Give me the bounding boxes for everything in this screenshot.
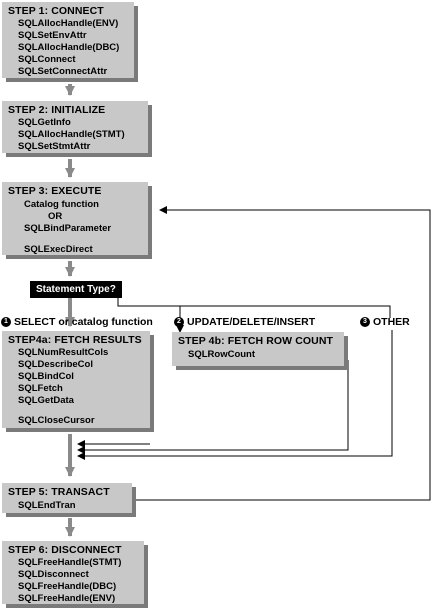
- step3-bind-parameter: SQLBindParameter: [24, 223, 112, 234]
- step3-or: OR: [48, 211, 63, 222]
- return-other: [77, 330, 393, 460]
- branch-2-number-icon: 2: [174, 317, 184, 327]
- step4a-item-fetch: SQLFetch: [18, 383, 63, 394]
- branch-3-number-icon: 3: [360, 317, 370, 327]
- step4a-fetch-results-box: STEP4a: FETCH RESULTS SQLNumResultCols S…: [2, 331, 150, 428]
- step1-item-set-connect-attr: SQLSetConnectAttr: [18, 66, 108, 77]
- step2-item-get-info: SQLGetInfo: [18, 117, 71, 128]
- step3-execute-box: STEP 3: EXECUTE Catalog function OR SQLB…: [2, 182, 148, 255]
- branch-1-number-icon: 1: [1, 317, 11, 327]
- step6-item-free-dbc: SQLFreeHandle(DBC): [18, 581, 117, 592]
- branch-other-label: 3 OTHER: [360, 316, 410, 328]
- step4a-title: STEP4a: FETCH RESULTS: [8, 334, 142, 346]
- step4b-title: STEP 4b: FETCH ROW COUNT: [178, 335, 334, 347]
- branch-other-text: OTHER: [373, 316, 410, 328]
- return-4b: [77, 360, 349, 454]
- statement-type-decision: Statement Type?: [30, 281, 122, 298]
- loop-back-to-step3: [133, 206, 431, 501]
- step3-catalog-function: Catalog function: [24, 199, 99, 210]
- branch-update-label: 2 UPDATE/DELETE/INSERT: [174, 316, 315, 328]
- step6-item-free-stmt: SQLFreeHandle(STMT): [18, 557, 122, 568]
- step1-item-alloc-env: SQLAllocHandle(ENV): [18, 18, 119, 29]
- step4a-item-describe-col: SQLDescribeCol: [18, 359, 93, 370]
- step3-exec-direct: SQLExecDirect: [24, 244, 93, 255]
- step3-title: STEP 3: EXECUTE: [8, 185, 102, 197]
- step1-item-set-env-attr: SQLSetEnvAttr: [18, 30, 87, 41]
- step1-item-alloc-dbc: SQLAllocHandle(DBC): [18, 42, 120, 53]
- branch-other-line: [117, 298, 391, 318]
- step4a-item-get-data: SQLGetData: [18, 395, 74, 406]
- branch-select-label: 1 SELECT or catalog function: [1, 316, 153, 328]
- step2-item-alloc-stmt: SQLAllocHandle(STMT): [18, 129, 125, 140]
- step2-initialize-box: STEP 2: INITIALIZE SQLGetInfo SQLAllocHa…: [2, 101, 148, 153]
- step4a-item-bind-col: SQLBindCol: [18, 371, 74, 382]
- step4a-item-close-cursor: SQLCloseCursor: [18, 415, 95, 426]
- step1-connect-box: STEP 1: CONNECT SQLAllocHandle(ENV) SQLS…: [2, 2, 134, 78]
- step1-item-connect: SQLConnect: [18, 54, 76, 65]
- step1-title: STEP 1: CONNECT: [8, 5, 104, 17]
- step6-disconnect-box: STEP 6: DISCONNECT SQLFreeHandle(STMT) S…: [2, 541, 144, 604]
- step6-title: STEP 6: DISCONNECT: [8, 544, 122, 556]
- step2-item-set-stmt-attr: SQLSetStmtAttr: [18, 141, 91, 152]
- step2-title: STEP 2: INITIALIZE: [8, 104, 106, 116]
- step6-item-disconnect: SQLDisconnect: [18, 569, 89, 580]
- step4b-fetch-row-count-box: STEP 4b: FETCH ROW COUNT SQLRowCount: [172, 332, 344, 366]
- branch-select-text: SELECT or catalog function: [14, 316, 153, 328]
- step6-item-free-env: SQLFreeHandle(ENV): [18, 593, 116, 604]
- step5-title: STEP 5: TRANSACT: [8, 486, 110, 498]
- step4a-item-num-result-cols: SQLNumResultCols: [18, 347, 109, 358]
- step5-item-end-tran: SQLEndTran: [18, 500, 76, 511]
- branch-update-text: UPDATE/DELETE/INSERT: [187, 316, 316, 328]
- step4b-item-row-count: SQLRowCount: [188, 349, 256, 360]
- step5-transact-box: STEP 5: TRANSACT SQLEndTran: [2, 483, 132, 513]
